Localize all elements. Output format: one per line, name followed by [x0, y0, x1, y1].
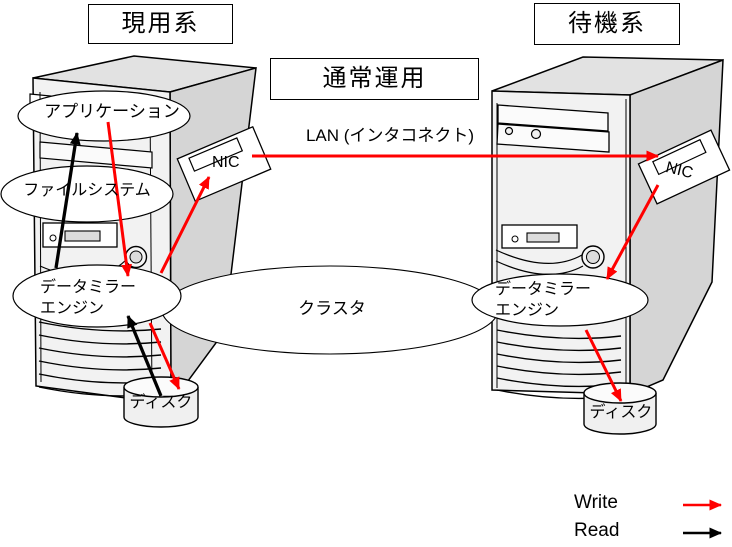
floppy-eject-button	[49, 234, 57, 242]
floppy-slot	[526, 232, 560, 243]
operation-mode-box: 通常運用	[270, 58, 479, 100]
legend-write-label: Write	[574, 492, 618, 513]
disk-body	[583, 393, 657, 435]
cluster-label: クラスタ	[298, 299, 366, 318]
floppy-eject-button	[511, 235, 519, 243]
filesystem-label: ファイルシステム	[23, 182, 151, 199]
write-arrows	[106, 121, 660, 402]
panel-button-large	[530, 128, 542, 140]
write-arrow-nic-to-mirror-standby	[605, 184, 660, 280]
active-system-title-box: 現用系	[88, 4, 233, 44]
datamirror-label-line2: エンジン	[495, 302, 560, 319]
server-tower-standby	[491, 56, 724, 400]
tower-side-face	[629, 58, 724, 396]
lan-interconnect-label: LAN (インタコネクト)	[305, 126, 475, 145]
nic-card-standby	[637, 129, 731, 205]
read-arrows	[54, 132, 163, 397]
filesystem-ellipse	[0, 165, 174, 223]
write-arrow-mirror-to-disk-standby	[584, 329, 623, 402]
read-arrow-mirror-to-application	[54, 132, 81, 269]
tower-bezel-panel-upper	[497, 104, 609, 132]
datamirror-label-line1: データミラー	[40, 279, 137, 296]
write-arrow-mirror-to-nic	[159, 176, 211, 274]
legend-read-label: Read	[574, 520, 620, 541]
write-arrow-mirror-to-disk-active	[148, 322, 181, 390]
datamirror-label-line1: データミラー	[495, 281, 592, 298]
datamirror-label-standby: データミラー エンジン	[495, 279, 591, 321]
tower-front-trim-right	[149, 97, 153, 401]
disk-body	[123, 387, 199, 428]
disk-label-active: ディスク	[129, 394, 193, 411]
tower-front-trim-left	[39, 91, 42, 383]
panel-button-small	[504, 126, 514, 136]
datamirror-label-active: データミラー エンジン	[40, 277, 136, 319]
nic-port-notch	[652, 138, 707, 176]
disk-top	[123, 376, 199, 398]
floppy-slot	[64, 230, 101, 242]
power-button	[586, 250, 600, 264]
nic-body	[637, 129, 731, 205]
application-ellipse	[17, 90, 191, 142]
case-swoosh-top	[495, 249, 583, 264]
datamirror-ellipse-standby	[471, 273, 649, 327]
application-label: アプリケーション	[44, 102, 180, 121]
standby-system-title-box: 待機系	[534, 3, 680, 45]
read-arrow-disk-to-mirror	[126, 315, 163, 397]
power-button	[129, 250, 143, 264]
disk-cylinder-active	[123, 376, 199, 428]
datamirror-label-line2: エンジン	[40, 300, 105, 317]
nic-port-notch	[188, 137, 244, 172]
write-arrow-application-to-mirror	[106, 121, 132, 277]
disk-label-standby: ディスク	[589, 404, 653, 421]
nic-label-active: NIC	[212, 154, 240, 171]
datamirror-ellipse-active	[12, 264, 182, 328]
tower-bezel-panel-lower	[496, 123, 610, 153]
tower-bezel-panel	[39, 141, 153, 169]
